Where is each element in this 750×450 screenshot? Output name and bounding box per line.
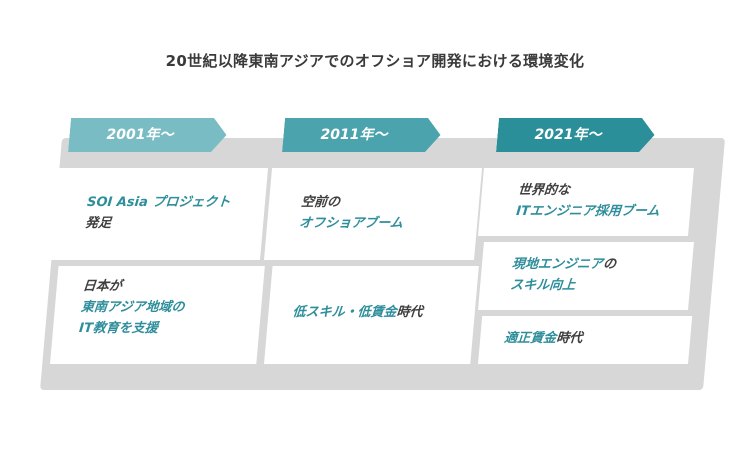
card-soi-asia: SOI Asia プロジェクト 発足 xyxy=(50,168,269,260)
card-highlight-text: 低スキル・低賃金 xyxy=(291,305,398,320)
card-highlight-text: ITエンジニア採用ブーム xyxy=(515,204,661,219)
card-text: 空前の xyxy=(300,195,341,210)
card-highlight-text: 現地エンジニア xyxy=(511,257,604,272)
card-highlight-text: IT教育を支援 xyxy=(78,321,159,336)
card-highlight-text: スキル向上 xyxy=(509,278,576,293)
card-low-skill-era: 低スキル・低賃金時代 xyxy=(264,266,483,364)
card-highlight-text: 適正賃金 xyxy=(503,331,557,346)
card-fair-wage-era: 適正賃金時代 xyxy=(478,316,693,364)
card-it-education: 日本が 東南アジア地域の IT教育を支援 xyxy=(50,266,269,364)
card-text: 時代 xyxy=(395,305,424,320)
card-text: 発足 xyxy=(84,216,112,231)
card-text: 世界的な xyxy=(517,183,571,198)
card-text: 日本が xyxy=(82,279,123,294)
period-column-2021: 世界的な ITエンジニア採用ブーム 現地エンジニアの スキル向上 適正賃金時代 … xyxy=(468,118,726,390)
period-label-2011: 2011年〜 xyxy=(320,127,388,143)
period-label-2001: 2001年〜 xyxy=(106,127,174,143)
diagram-title: 20世紀以降東南アジアでのオフショア開発における環境変化 xyxy=(165,52,585,70)
period-column-2001: SOI Asia プロジェクト 発足 日本が 東南アジア地域の IT教育を支援 … xyxy=(40,118,298,390)
card-text: の xyxy=(602,257,617,272)
card-skill-improvement: 現地エンジニアの スキル向上 xyxy=(478,242,694,310)
card-it-engineer-boom: 世界的な ITエンジニア採用ブーム xyxy=(478,168,694,236)
period-label-2021: 2021年〜 xyxy=(534,127,602,143)
card-text: 時代 xyxy=(555,331,583,346)
period-column-2011: 空前の オフショアブーム 低スキル・低賃金時代 2011年〜 xyxy=(254,118,512,390)
card-highlight-text: SOI Asia プロジェクト xyxy=(86,195,232,210)
card-highlight-text: オフショアブーム xyxy=(298,216,404,231)
card-highlight-text: 東南アジア地域の xyxy=(80,300,186,315)
card-offshore-boom: 空前の オフショアブーム xyxy=(264,168,483,260)
